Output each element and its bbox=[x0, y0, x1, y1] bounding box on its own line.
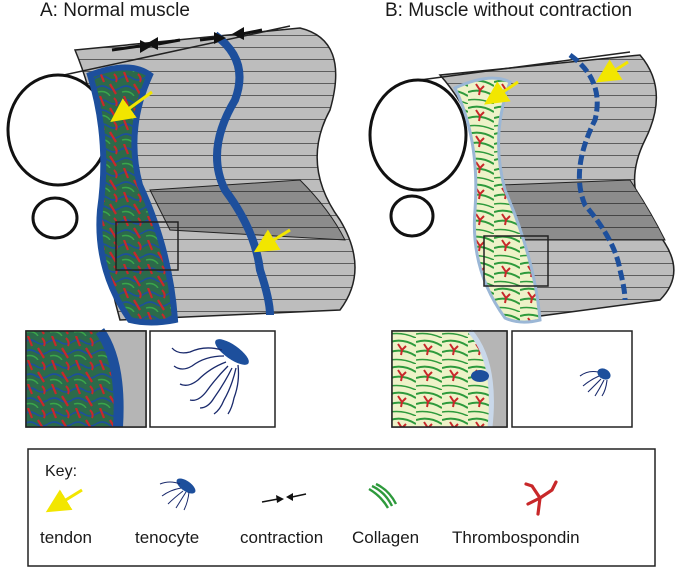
key-label-contraction: contraction bbox=[240, 528, 324, 547]
contraction-arrows-a bbox=[111, 27, 263, 53]
inset-b-tenocyte bbox=[511, 330, 633, 428]
key-tendon-icon bbox=[45, 488, 83, 513]
key-box bbox=[27, 448, 656, 567]
key-label-tenocyte: tenocyte bbox=[135, 528, 200, 547]
panel-b-muscle bbox=[368, 51, 675, 324]
key-label-thrombospondin: Thrombospondin bbox=[452, 528, 580, 547]
tendon-arrow-b2 bbox=[595, 59, 629, 83]
muscle-end-cap-small-b bbox=[389, 194, 435, 238]
inset-b-tissue bbox=[391, 329, 508, 428]
tendon-arrow-a2 bbox=[253, 228, 291, 253]
panel-a-title: A: Normal muscle bbox=[40, 0, 190, 21]
muscle-end-cap-b bbox=[368, 78, 468, 192]
key-thrombospondin-icon bbox=[524, 480, 558, 516]
key-label-tendon: tendon bbox=[40, 528, 92, 547]
inset-a-tissue bbox=[25, 328, 147, 428]
panel-b-title: B: Muscle without contraction bbox=[385, 0, 633, 21]
tendon-band-b bbox=[568, 52, 628, 301]
tendon-band-a bbox=[212, 31, 274, 316]
key-heading: Key: bbox=[45, 463, 78, 480]
inset-box-a bbox=[115, 221, 179, 271]
inset-a-tenocyte bbox=[149, 330, 276, 428]
key-contraction-icon bbox=[261, 493, 307, 503]
tendon-arrow-b1 bbox=[484, 80, 519, 105]
tendon-arrow-a1 bbox=[110, 90, 153, 123]
tendon-cross-section-a bbox=[86, 64, 179, 326]
key-tenocyte-icon bbox=[159, 478, 196, 511]
panel-a-muscle bbox=[6, 25, 356, 326]
key-collagen-icon bbox=[368, 482, 398, 509]
key-label-collagen: Collagen bbox=[352, 528, 420, 547]
muscle-end-cap-small-a bbox=[31, 196, 79, 240]
inset-box-b bbox=[483, 235, 549, 287]
